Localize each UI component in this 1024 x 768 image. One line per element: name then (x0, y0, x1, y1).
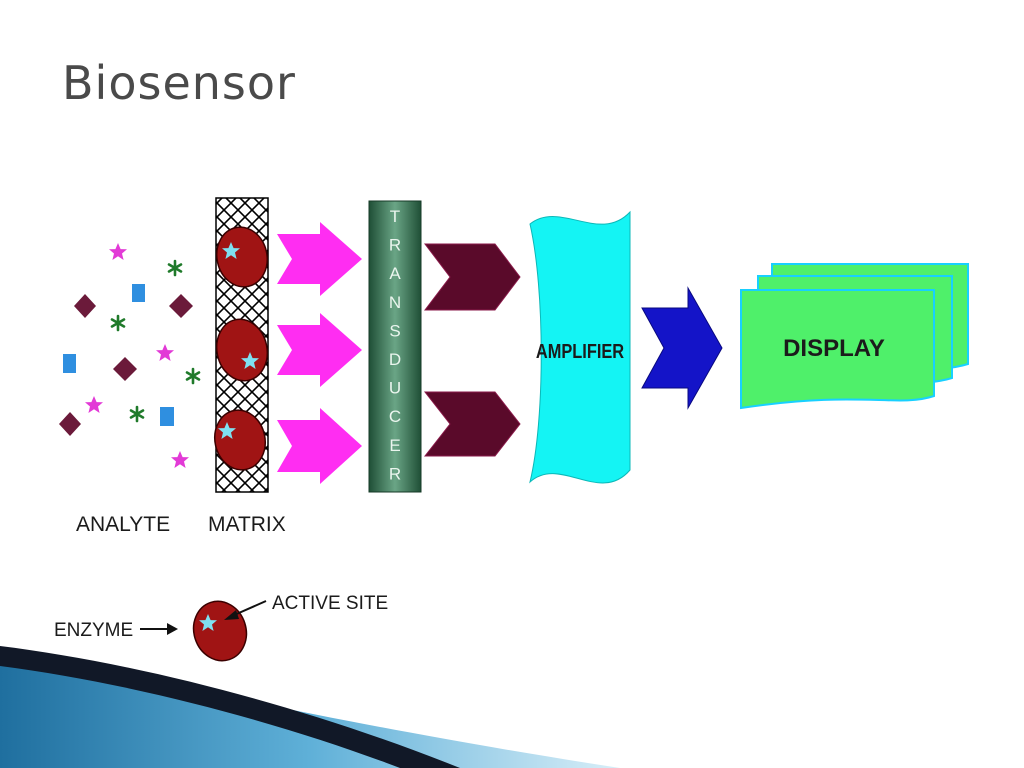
analyte-particles (59, 243, 201, 468)
legend-enzyme (192, 600, 248, 662)
enzyme-label: ENZYME (54, 620, 133, 641)
analyte-diamond (59, 412, 81, 436)
analyte-square (160, 407, 174, 426)
analyte-star-green (129, 405, 145, 423)
transducer-letter: U (389, 379, 401, 398)
analyte-star-pink (156, 344, 174, 361)
maroon-arrows (423, 243, 521, 457)
matrix-enzyme (214, 409, 266, 471)
analyte-star-pink (85, 396, 103, 413)
matrix-enzyme (215, 318, 269, 382)
transducer-letter: S (389, 321, 400, 340)
amplifier-shape (529, 210, 631, 484)
analyte-star-pink (109, 243, 127, 260)
matrix (214, 197, 269, 493)
analyte-label: ANALYTE (76, 513, 170, 536)
analyte-diamond (169, 294, 193, 318)
analyte-star-green (167, 259, 183, 277)
display: DISPLAY (740, 263, 969, 410)
transducer-letter: A (389, 264, 401, 283)
analyte-diamond (74, 294, 96, 318)
matrix-label: MATRIX (208, 513, 286, 536)
magenta-arrow (277, 408, 362, 484)
maroon-arrow (423, 243, 521, 311)
magenta-arrow (277, 222, 362, 296)
blue-arrow (641, 286, 723, 410)
magenta-arrows (277, 222, 362, 484)
slide-title: Biosensor (62, 56, 296, 110)
display-label: DISPLAY (783, 335, 885, 362)
transducer-letter: C (389, 407, 401, 426)
analyte-star-pink (171, 451, 189, 468)
decorative-swoosh (0, 646, 620, 768)
transducer-letter: N (389, 293, 401, 312)
amplifier-label: AMPLIFIER (536, 339, 624, 362)
enzyme-pointer-arrow (140, 623, 178, 635)
display-sheet-front (740, 289, 935, 410)
magenta-arrow (277, 313, 362, 387)
transducer-letter: D (389, 350, 401, 369)
analyte-square (63, 354, 76, 373)
transducer-bar (368, 200, 422, 493)
transducer-letter: R (389, 464, 401, 483)
analyte-star-green (185, 367, 201, 385)
active-site-label: ACTIVE SITE (272, 593, 388, 614)
transducer-letter: R (389, 236, 401, 255)
transducer-letter: E (389, 436, 400, 455)
amplifier: AMPLIFIER (529, 210, 631, 484)
analyte-square (132, 284, 145, 302)
legend: ENZYME ACTIVE SITE (54, 593, 388, 662)
maroon-arrow (423, 391, 521, 457)
analyte-star-green (110, 314, 126, 332)
transducer-letter: T (390, 207, 400, 226)
matrix-enzyme (216, 226, 268, 288)
analyte-diamond (113, 357, 137, 381)
active-site-pointer-arrow (224, 600, 267, 620)
